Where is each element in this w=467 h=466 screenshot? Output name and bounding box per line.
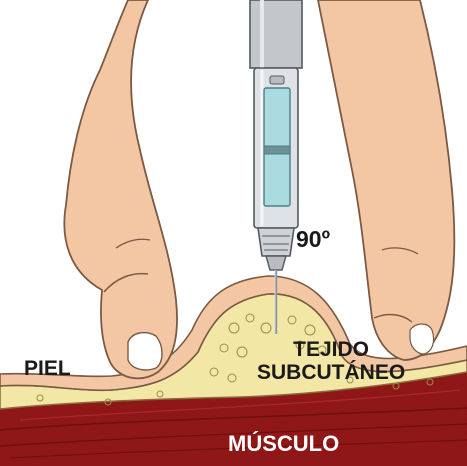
subcutaneous-label-line2: SUBCUTÁNEO [257, 362, 405, 385]
angle-label: 90º [296, 228, 330, 251]
insulin-pen-icon [250, 0, 302, 270]
subcutaneous-label-line1: TEJIDO [257, 339, 405, 362]
needle-icon [275, 270, 276, 334]
subcutaneous-label: TEJIDO SUBCUTÁNEO [257, 339, 405, 384]
skin-label: PIEL [24, 358, 71, 379]
muscle-label: MÚSCULO [228, 433, 339, 455]
